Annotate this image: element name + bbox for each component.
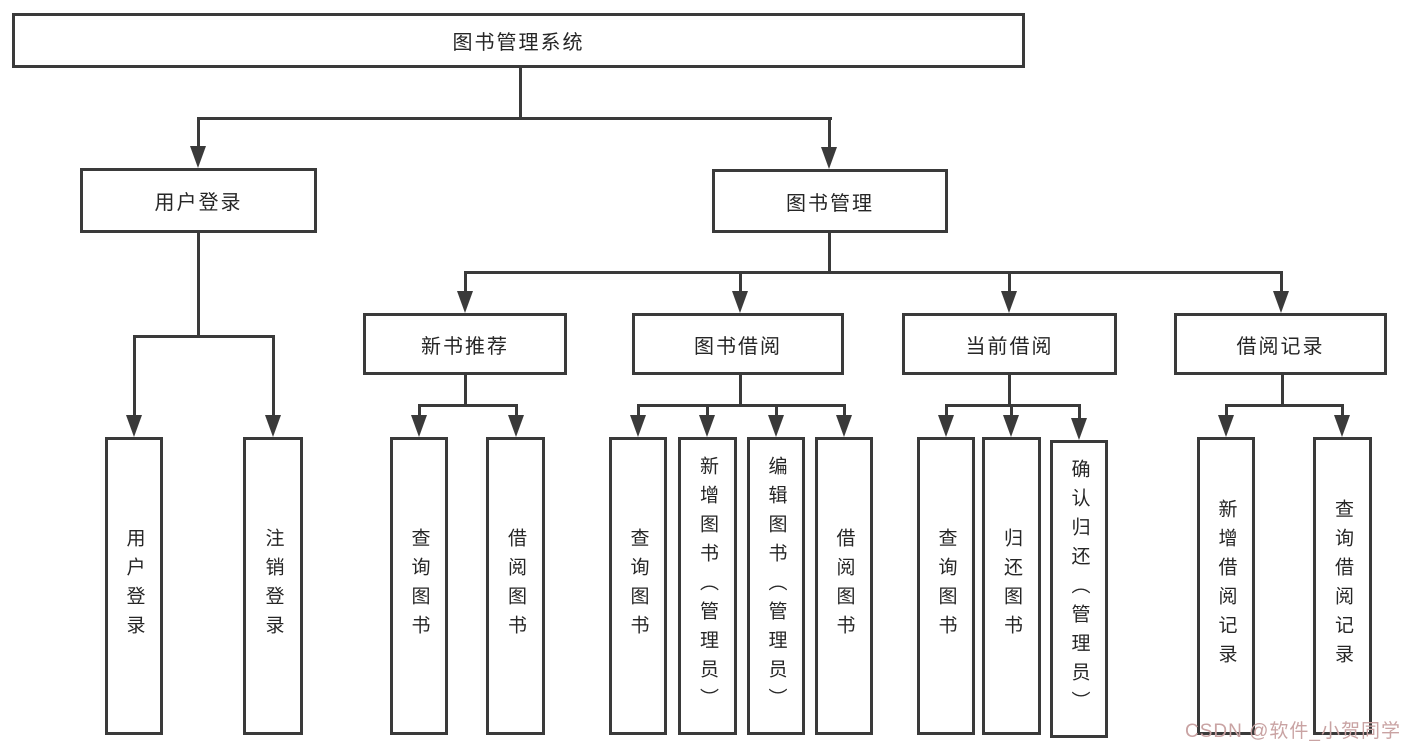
leaf-borrow-books: 借阅图书 xyxy=(815,437,873,735)
leaf-label: 确认归还（管理员） xyxy=(1068,458,1090,720)
leaf-logout: 注销登录 xyxy=(243,437,303,735)
connector-line xyxy=(197,117,200,148)
leaf-add-borrow-record: 新增借阅记录 xyxy=(1197,437,1255,735)
leaf-label: 注销登录 xyxy=(262,528,284,644)
connector-line xyxy=(828,233,831,274)
leaf-label: 编辑图书（管理员） xyxy=(765,455,787,717)
arrow-down-icon xyxy=(1273,291,1289,313)
connector-line xyxy=(133,335,275,338)
leaf-query-books-current: 查询图书 xyxy=(917,437,975,735)
node-current-borrow: 当前借阅 xyxy=(902,313,1117,375)
connector-line xyxy=(739,375,742,407)
node-user-login-label: 用户登录 xyxy=(154,192,243,214)
node-new-book-recommend-label: 新书推荐 xyxy=(421,335,509,358)
leaf-label: 查询图书 xyxy=(408,528,430,644)
connector-line xyxy=(775,404,778,418)
arrow-down-icon xyxy=(821,147,837,169)
node-root: 图书管理系统 xyxy=(12,13,1025,68)
connector-line xyxy=(945,404,1081,407)
node-borrow-records: 借阅记录 xyxy=(1174,313,1387,375)
arrow-down-icon xyxy=(1003,415,1019,437)
connector-line xyxy=(843,404,846,418)
connector-line xyxy=(1078,404,1081,420)
leaf-label: 归还图书 xyxy=(1001,528,1022,644)
connector-line xyxy=(1280,271,1283,293)
connector-line xyxy=(1225,404,1344,407)
leaf-label: 查询图书 xyxy=(627,528,649,644)
leaf-label: 借阅图书 xyxy=(505,528,526,644)
connector-line xyxy=(418,404,421,418)
node-current-borrow-label: 当前借阅 xyxy=(965,335,1054,358)
node-book-management-label: 图书管理 xyxy=(786,192,874,215)
leaf-label: 用户登录 xyxy=(123,528,145,644)
arrow-down-icon xyxy=(630,415,646,437)
connector-line xyxy=(637,404,640,418)
connector-line xyxy=(739,271,742,293)
arrow-down-icon xyxy=(699,415,715,437)
arrow-down-icon xyxy=(411,415,427,437)
node-root-label: 图书管理系统 xyxy=(452,32,585,54)
connector-line xyxy=(464,375,467,407)
connector-line xyxy=(1281,375,1284,407)
arrow-down-icon xyxy=(1071,418,1087,440)
csdn-watermark: CSDN @软件_小贺同学 xyxy=(1185,721,1401,742)
leaf-query-borrow-record: 查询借阅记录 xyxy=(1313,437,1372,735)
arrow-down-icon xyxy=(732,291,748,313)
node-book-management: 图书管理 xyxy=(712,169,948,233)
arrow-down-icon xyxy=(457,291,473,313)
arrow-down-icon xyxy=(768,415,784,437)
leaf-add-books-admin: 新增图书（管理员） xyxy=(678,437,737,735)
connector-line xyxy=(1225,404,1228,418)
leaf-label: 查询图书 xyxy=(935,528,957,644)
connector-line xyxy=(515,404,518,418)
connector-line xyxy=(1008,271,1011,293)
arrow-down-icon xyxy=(265,415,281,437)
connector-line xyxy=(464,271,1283,274)
connector-line xyxy=(272,335,275,417)
connector-line xyxy=(1010,404,1013,418)
leaf-query-books-borrow: 查询图书 xyxy=(609,437,667,735)
connector-line xyxy=(197,117,832,120)
arrow-down-icon xyxy=(1218,415,1234,437)
connector-line xyxy=(945,404,948,418)
node-user-login: 用户登录 xyxy=(80,168,317,233)
node-new-book-recommend: 新书推荐 xyxy=(363,313,567,375)
leaf-label: 新增借阅记录 xyxy=(1215,499,1237,673)
leaf-borrow-books-recommend: 借阅图书 xyxy=(486,437,545,735)
leaf-label: 新增图书（管理员） xyxy=(697,455,718,717)
connector-line xyxy=(1341,404,1344,418)
arrow-down-icon xyxy=(1001,291,1017,313)
connector-line xyxy=(464,271,467,293)
arrow-down-icon xyxy=(126,415,142,437)
connector-line xyxy=(706,404,709,418)
node-book-borrow-label: 图书借阅 xyxy=(694,335,782,358)
leaf-confirm-return-admin: 确认归还（管理员） xyxy=(1050,440,1108,738)
arrow-down-icon xyxy=(836,415,852,437)
arrow-down-icon xyxy=(190,146,206,168)
connector-line xyxy=(1008,375,1011,407)
leaf-return-books: 归还图书 xyxy=(982,437,1041,735)
connector-line xyxy=(418,404,518,407)
connector-line xyxy=(519,68,522,118)
connector-line xyxy=(133,335,136,417)
node-borrow-records-label: 借阅记录 xyxy=(1236,335,1325,358)
arrow-down-icon xyxy=(1334,415,1350,437)
leaf-edit-books-admin: 编辑图书（管理员） xyxy=(747,437,805,735)
leaf-label: 借阅图书 xyxy=(833,528,855,644)
connector-line xyxy=(197,233,200,337)
leaf-user-login: 用户登录 xyxy=(105,437,163,735)
leaf-query-books-recommend: 查询图书 xyxy=(390,437,448,735)
leaf-label: 查询借阅记录 xyxy=(1332,499,1353,673)
connector-line xyxy=(828,117,831,149)
arrow-down-icon xyxy=(508,415,524,437)
arrow-down-icon xyxy=(938,415,954,437)
connector-line xyxy=(637,404,845,407)
node-book-borrow: 图书借阅 xyxy=(632,313,844,375)
